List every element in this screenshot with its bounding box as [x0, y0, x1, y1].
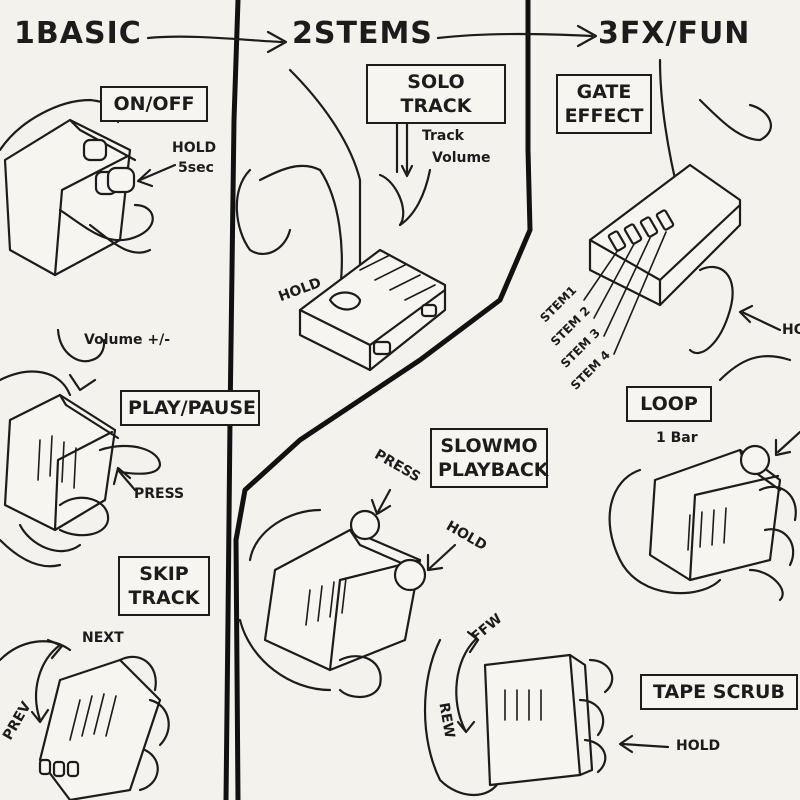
label-skip-line2: TRACK	[128, 587, 200, 609]
label-skip-track: SKIP TRACK	[118, 556, 210, 616]
label-gate-line2: EFFECT	[564, 105, 644, 127]
label-skip-line1: SKIP	[139, 563, 189, 585]
note-volume: Volume +/-	[84, 332, 171, 348]
header-step-fx: 3FX/FUN	[598, 16, 751, 51]
label-on-off: ON/OFF	[100, 86, 208, 122]
header-step-stems: 2STEMS	[292, 16, 433, 51]
header-step-basic: 1BASIC	[14, 16, 142, 51]
slowmo-illustration	[238, 488, 457, 698]
note-hold-scrub: HOLD	[676, 738, 721, 754]
note-press-play: PRESS	[134, 486, 185, 502]
divider-right	[233, 0, 533, 800]
label-slowmo: SLOWMO PLAYBACK	[430, 428, 549, 488]
label-play-pause: PLAY/PAUSE	[120, 390, 260, 426]
label-solo-track: SOLO TRACK	[366, 64, 506, 124]
tapescrub-illustration	[423, 630, 670, 796]
label-tape-scrub: TAPE SCRUB	[640, 674, 798, 710]
onoff-illustration	[0, 98, 177, 277]
loop-illustration	[608, 430, 800, 602]
note-5sec: 5sec	[178, 160, 214, 176]
note-1-bar: 1 Bar	[656, 430, 698, 446]
label-slowmo-line1: SLOWMO	[440, 435, 538, 457]
solo-illustration	[235, 68, 447, 372]
header-arrow-1	[146, 30, 288, 54]
skip-illustration	[0, 638, 170, 800]
label-gate-effect: GATE EFFECT	[556, 74, 652, 134]
playpause-illustration	[0, 328, 162, 568]
note-hold-gate: HOLD	[782, 322, 800, 338]
header-arrow-2	[436, 24, 598, 48]
label-gate-line1: GATE	[576, 81, 632, 103]
label-slowmo-line2: PLAYBACK	[438, 459, 549, 481]
note-volume-solo: Volume	[432, 150, 491, 166]
gate-illustration	[583, 58, 792, 382]
note-track: Track	[422, 128, 464, 144]
label-loop: LOOP	[626, 386, 712, 422]
note-next: NEXT	[82, 630, 124, 646]
note-hold-onoff: HOLD	[172, 140, 217, 156]
